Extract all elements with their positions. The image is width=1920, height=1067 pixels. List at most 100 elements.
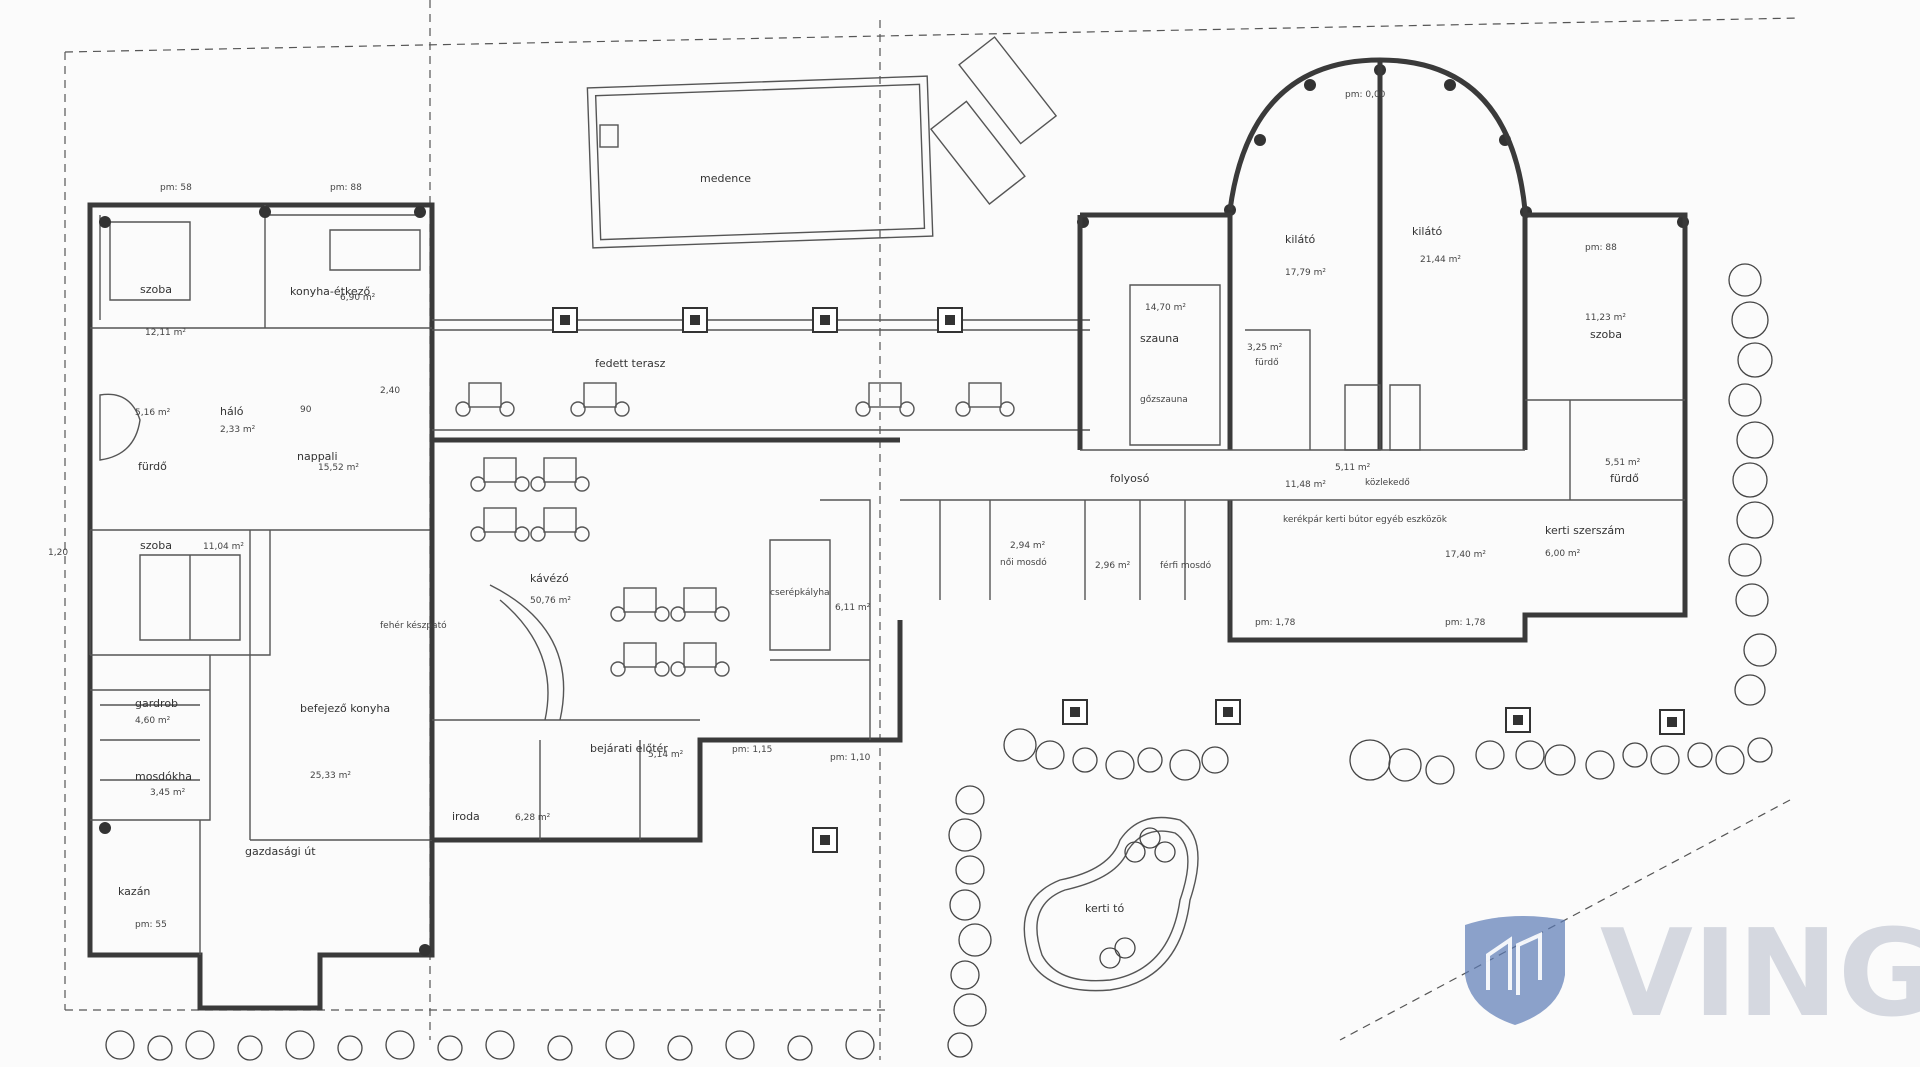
column-core [945,315,955,325]
tree [1622,742,1648,768]
tree [605,1030,635,1060]
dimension: 1,20 [48,548,68,558]
tree [185,1030,215,1060]
room-label: fedett terasz [595,357,666,370]
column-marker [1304,79,1316,91]
cafe-chair [855,401,871,417]
tree [1003,728,1037,762]
pool-label: medence [700,172,751,185]
cafe-chair [514,476,530,492]
room-label: női mosdó [1000,557,1047,568]
column-marker [99,822,111,834]
cafe-table [483,457,517,483]
room-label: szoba [140,539,172,552]
cafe-chair [899,401,915,417]
cafe-table [683,587,717,613]
cafe-chair [499,401,515,417]
tree [1736,421,1774,459]
site-line [429,0,881,1060]
column-core [1223,707,1233,717]
right-wing: szauna 14,70 m² gőzszauna fürdő 3,25 m² … [900,57,1688,643]
room-label: fehér készpató [380,620,447,631]
tree [1388,748,1422,782]
tree [105,1030,135,1060]
room-label: befejező konyha [300,702,390,715]
room-label: szoba [1590,328,1622,341]
tree [1728,543,1762,577]
tree [1035,740,1065,770]
cafe-chair [574,526,590,542]
cafe-chair [470,476,486,492]
cafe-table [868,382,902,408]
dimension: 90 [300,405,312,415]
room-area: 12,11 m² [145,328,186,338]
room-area: pm: 55 [135,920,167,930]
dimension: pm: 1,15 [732,745,772,755]
column-core [560,315,570,325]
tree [1585,750,1615,780]
room-area: 21,44 m² [1420,255,1461,265]
room-label: cserépkályha [770,587,830,598]
room-label: közlekedő [1365,478,1410,488]
room-area: 11,04 m² [203,542,244,552]
room-label: kerékpár kerti bútor egyéb eszközök [1283,514,1448,525]
tree [1124,841,1146,863]
room-label: folyosó [1110,472,1150,485]
column-core [820,835,830,845]
room-label: iroda [452,810,480,823]
column-marker [99,216,111,228]
room-label: háló [220,405,244,418]
tree [1201,746,1229,774]
cafe-chair [530,526,546,542]
tree [1732,462,1768,498]
cafe-chair [470,526,486,542]
tree [1105,750,1135,780]
room-area: 6,28 m² [515,813,551,823]
cafe-chair [514,526,530,542]
tree [667,1035,693,1061]
cafe-chair [455,401,471,417]
tree [1349,739,1391,781]
sun-loungers [929,36,1058,205]
room-label: gardrob [135,697,178,710]
tree [955,785,985,815]
tree [147,1035,173,1061]
room-label: gazdasági út [245,845,316,858]
room-area: 50,76 m² [530,596,571,606]
tree [1731,301,1769,339]
room-area: 5,14 m² [648,750,684,760]
column-marker [414,206,426,218]
tree [1139,827,1161,849]
tree [1743,633,1777,667]
shield-icon [1465,916,1565,1025]
cafe-chair [654,661,670,677]
tree [845,1030,875,1060]
room-area: 2,94 m² [1010,541,1046,551]
room-label: kazán [118,885,150,898]
column-core [820,315,830,325]
room-area: 4,60 m² [135,716,171,726]
tree [485,1030,515,1060]
tree [955,855,985,885]
tree [1515,740,1545,770]
room-label: fürdő [1255,358,1279,368]
room-area: 3,25 m² [1247,343,1283,353]
room-area: 6,11 m² [835,603,871,613]
tree [1687,742,1713,768]
room-label: kerti szerszám [1545,524,1625,537]
dimension: pm: 58 [160,183,192,193]
room-label: nappali [297,450,338,463]
pond-label: kerti tó [1085,902,1124,915]
tree [1735,583,1769,617]
columns [99,64,1689,956]
tree [1169,749,1201,781]
left-wing: szoba 12,11 m² konyha-étkező 6,90 m² für… [48,183,435,1011]
tree [1715,745,1745,775]
cafe-chair [614,401,630,417]
room-area: 11,23 m² [1585,313,1626,323]
tree [1425,755,1455,785]
tree [1072,747,1098,773]
tree [787,1035,813,1061]
tree [948,818,982,852]
tree [1734,674,1766,706]
